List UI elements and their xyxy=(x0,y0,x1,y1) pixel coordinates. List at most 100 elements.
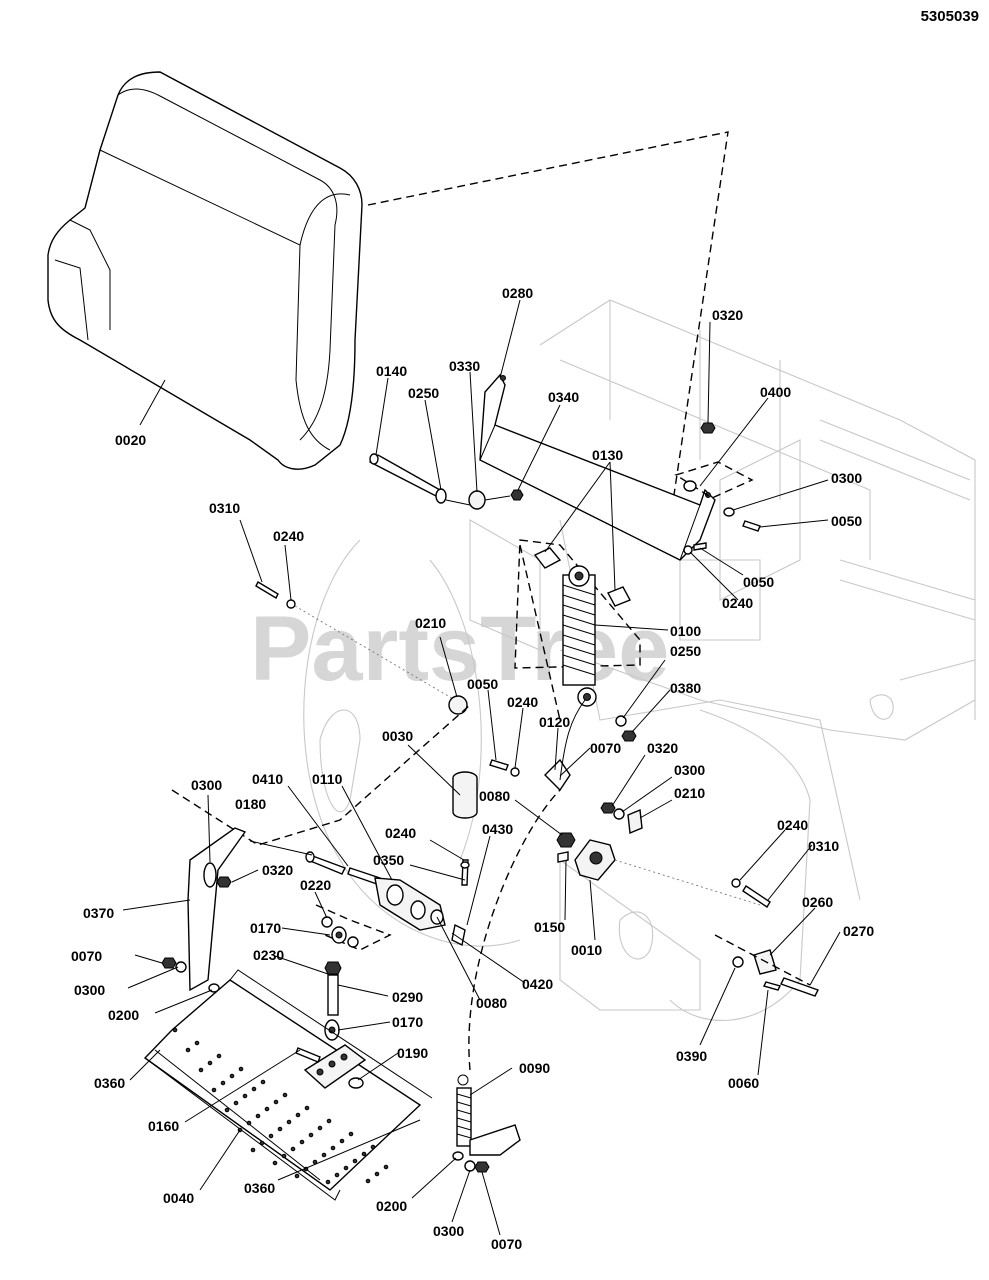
callout-0160: 0160 xyxy=(148,1118,179,1134)
right-bracket-hardware xyxy=(674,422,761,555)
callout-0190: 0190 xyxy=(397,1045,428,1061)
callout-0130: 0130 xyxy=(592,447,623,463)
callout-0100: 0100 xyxy=(670,623,701,639)
callout-0300: 0300 xyxy=(191,777,222,793)
plate-perforation xyxy=(317,1125,323,1131)
callout-0320: 0320 xyxy=(647,740,678,756)
plate-perforation xyxy=(273,1099,279,1105)
plate-perforation xyxy=(361,1151,367,1157)
plate-perforation xyxy=(224,1107,230,1113)
callout-0020: 0020 xyxy=(115,432,146,448)
callout-0400: 0400 xyxy=(760,384,791,400)
plate-perforation xyxy=(246,1120,252,1126)
callout-0330: 0330 xyxy=(449,358,480,374)
right-lower-hardware xyxy=(714,878,819,997)
plate-perforation xyxy=(251,1086,257,1092)
callout-0030: 0030 xyxy=(382,728,413,744)
plate-perforation xyxy=(321,1152,327,1158)
callout-0360: 0360 xyxy=(244,1180,275,1196)
bearing-assembly xyxy=(556,832,761,906)
callout-labels: 0020 0280 0320 0140 0330 0250 0340 0400 … xyxy=(71,285,874,1252)
callout-0420: 0420 xyxy=(522,976,553,992)
plate-perforation xyxy=(185,1047,191,1053)
plate-perforation xyxy=(299,1139,305,1145)
plate-perforation xyxy=(339,1138,345,1144)
callout-0410: 0410 xyxy=(252,771,283,787)
callout-0170: 0170 xyxy=(250,920,281,936)
callout-0240: 0240 xyxy=(722,595,753,611)
callout-0300: 0300 xyxy=(433,1223,464,1239)
callout-0200: 0200 xyxy=(108,1007,139,1023)
plate-perforation xyxy=(268,1133,274,1139)
shock-absorber-assembly xyxy=(514,539,641,721)
plate-perforation xyxy=(295,1112,301,1118)
plate-perforation xyxy=(229,1073,235,1079)
plate-perforation xyxy=(242,1093,248,1099)
callout-0070: 0070 xyxy=(71,948,102,964)
callout-0090: 0090 xyxy=(519,1060,550,1076)
linkage-shaft-assembly xyxy=(305,851,470,947)
callout-0430: 0430 xyxy=(482,821,513,837)
plate-perforation xyxy=(374,1171,380,1177)
plate-perforation xyxy=(330,1145,336,1151)
pivot-bracket-hardware xyxy=(600,802,643,835)
tension-spring xyxy=(452,1074,521,1173)
callout-0060: 0060 xyxy=(728,1075,759,1091)
callout-0010: 0010 xyxy=(571,942,602,958)
callout-0260: 0260 xyxy=(802,894,833,910)
plate-perforation xyxy=(238,1066,244,1072)
callout-leader-lines xyxy=(122,299,841,1236)
callout-0270: 0270 xyxy=(843,923,874,939)
plate-perforation xyxy=(250,1147,256,1153)
plate-perforation xyxy=(233,1100,239,1106)
bushing-dashed-group xyxy=(315,904,392,951)
plate-perforation xyxy=(194,1040,200,1046)
callout-0370: 0370 xyxy=(83,905,114,921)
callout-0080: 0080 xyxy=(479,788,510,804)
callout-0390: 0390 xyxy=(676,1048,707,1064)
callout-0300: 0300 xyxy=(831,470,862,486)
seat-mount-dashed-line xyxy=(367,131,729,536)
callout-0220: 0220 xyxy=(300,877,331,893)
callout-0210: 0210 xyxy=(674,785,705,801)
document-number: 5305039 xyxy=(920,8,979,25)
plate-perforation xyxy=(326,1118,332,1124)
plate-perforation xyxy=(343,1165,349,1171)
shock-lower-hardware xyxy=(615,715,637,742)
callout-0240: 0240 xyxy=(777,817,808,833)
plate-perforation xyxy=(334,1172,340,1178)
callout-0120: 0120 xyxy=(539,714,570,730)
callout-0070: 0070 xyxy=(590,740,621,756)
callout-0050: 0050 xyxy=(831,513,862,529)
plate-perforation xyxy=(264,1106,270,1112)
plate-perforation xyxy=(286,1119,292,1125)
plate-perforation xyxy=(255,1113,261,1119)
plate-perforation xyxy=(308,1132,314,1138)
callout-0320: 0320 xyxy=(262,862,293,878)
callout-0240: 0240 xyxy=(273,528,304,544)
plate-perforation xyxy=(272,1160,278,1166)
callout-0320: 0320 xyxy=(712,307,743,323)
seat-back-cushion xyxy=(47,71,363,470)
callout-0140: 0140 xyxy=(376,363,407,379)
callout-0210: 0210 xyxy=(415,615,446,631)
plate-perforation xyxy=(365,1178,371,1184)
callout-0280: 0280 xyxy=(502,285,533,301)
callout-0110: 0110 xyxy=(312,771,343,787)
plate-perforation xyxy=(277,1126,283,1132)
shock-mount-bracket xyxy=(489,699,586,792)
plate-perforation xyxy=(304,1105,310,1111)
seat-bracket xyxy=(479,373,716,561)
plate-perforation xyxy=(352,1158,358,1164)
callout-0250: 0250 xyxy=(408,385,439,401)
callout-0230: 0230 xyxy=(253,947,284,963)
callout-0180: 0180 xyxy=(235,796,266,812)
callout-0300: 0300 xyxy=(74,982,105,998)
callout-0150: 0150 xyxy=(534,919,565,935)
plate-perforation xyxy=(259,1140,265,1146)
callout-0250: 0250 xyxy=(670,643,701,659)
spring-dashed-line xyxy=(468,789,561,1071)
plate-perforation xyxy=(325,1179,331,1185)
plate-perforation xyxy=(211,1087,217,1093)
